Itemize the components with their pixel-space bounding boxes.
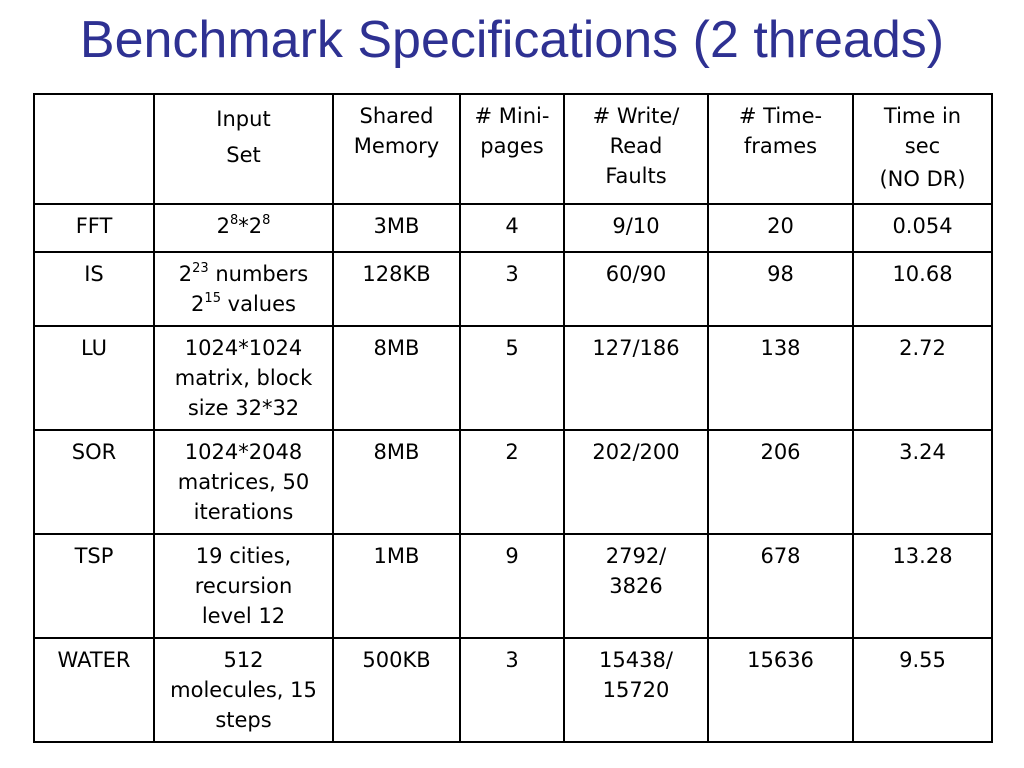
table-row: SOR 1024*2048 matrices, 50 iterations 8M… — [33, 429, 993, 535]
cell-time-sec: 3.24 — [852, 429, 993, 535]
cell-input-set: 1024*2048 matrices, 50 iterations — [153, 429, 334, 535]
cell-time-frames: 138 — [707, 325, 854, 431]
header-time-frames: # Time- frames — [707, 93, 854, 205]
cell-write-read-faults: 202/200 — [563, 429, 709, 535]
table-row: LU 1024*1024 matrix, block size 32*32 8M… — [33, 325, 993, 431]
table-row: WATER 512 molecules, 15 steps 500KB 3 15… — [33, 637, 993, 743]
cell-mini-pages: 3 — [459, 637, 565, 743]
benchmark-table: Input Set Shared Memory # Mini- pages # … — [33, 93, 993, 743]
cell-shared-memory: 1MB — [332, 533, 461, 639]
cell-mini-pages: 5 — [459, 325, 565, 431]
cell-time-sec: 2.72 — [852, 325, 993, 431]
cell-mini-pages: 4 — [459, 203, 565, 253]
cell-write-read-faults: 60/90 — [563, 251, 709, 327]
cell-benchmark: LU — [33, 325, 155, 431]
slide-title: Benchmark Specifications (2 threads) — [79, 11, 945, 69]
cell-benchmark: SOR — [33, 429, 155, 535]
cell-shared-memory: 8MB — [332, 429, 461, 535]
cell-time-frames: 15636 — [707, 637, 854, 743]
header-time-in-sec: Time in sec (NO DR) — [852, 93, 993, 205]
cell-mini-pages: 2 — [459, 429, 565, 535]
cell-benchmark: TSP — [33, 533, 155, 639]
cell-time-sec: 9.55 — [852, 637, 993, 743]
header-write-read-faults: # Write/ Read Faults — [563, 93, 709, 205]
cell-mini-pages: 3 — [459, 251, 565, 327]
header-row: Input Set Shared Memory # Mini- pages # … — [33, 93, 993, 205]
cell-input-set: 223 numbers 215 values — [153, 251, 334, 327]
cell-benchmark: IS — [33, 251, 155, 327]
cell-shared-memory: 3MB — [332, 203, 461, 253]
cell-benchmark: WATER — [33, 637, 155, 743]
cell-time-frames: 678 — [707, 533, 854, 639]
cell-shared-memory: 8MB — [332, 325, 461, 431]
cell-shared-memory: 128KB — [332, 251, 461, 327]
header-mini-pages: # Mini- pages — [459, 93, 565, 205]
cell-time-sec: 0.054 — [852, 203, 993, 253]
cell-input-set: 19 cities, recursion level 12 — [153, 533, 334, 639]
header-input-set: Input Set — [153, 93, 334, 205]
cell-mini-pages: 9 — [459, 533, 565, 639]
header-shared-memory: Shared Memory — [332, 93, 461, 205]
header-blank — [33, 93, 155, 205]
cell-time-sec: 10.68 — [852, 251, 993, 327]
cell-write-read-faults: 15438/ 15720 — [563, 637, 709, 743]
cell-shared-memory: 500KB — [332, 637, 461, 743]
table-row: TSP 19 cities, recursion level 12 1MB 9 … — [33, 533, 993, 639]
cell-time-frames: 20 — [707, 203, 854, 253]
cell-input-set: 512 molecules, 15 steps — [153, 637, 334, 743]
cell-time-frames: 206 — [707, 429, 854, 535]
cell-benchmark: FFT — [33, 203, 155, 253]
cell-input-set: 1024*1024 matrix, block size 32*32 — [153, 325, 334, 431]
cell-time-frames: 98 — [707, 251, 854, 327]
cell-write-read-faults: 9/10 — [563, 203, 709, 253]
cell-time-sec: 13.28 — [852, 533, 993, 639]
cell-input-set: 28*28 — [153, 203, 334, 253]
cell-write-read-faults: 127/186 — [563, 325, 709, 431]
table-row: FFT 28*28 3MB 4 9/10 20 0.054 — [33, 203, 993, 253]
cell-write-read-faults: 2792/ 3826 — [563, 533, 709, 639]
table-row: IS 223 numbers 215 values 128KB 3 60/90 … — [33, 251, 993, 327]
